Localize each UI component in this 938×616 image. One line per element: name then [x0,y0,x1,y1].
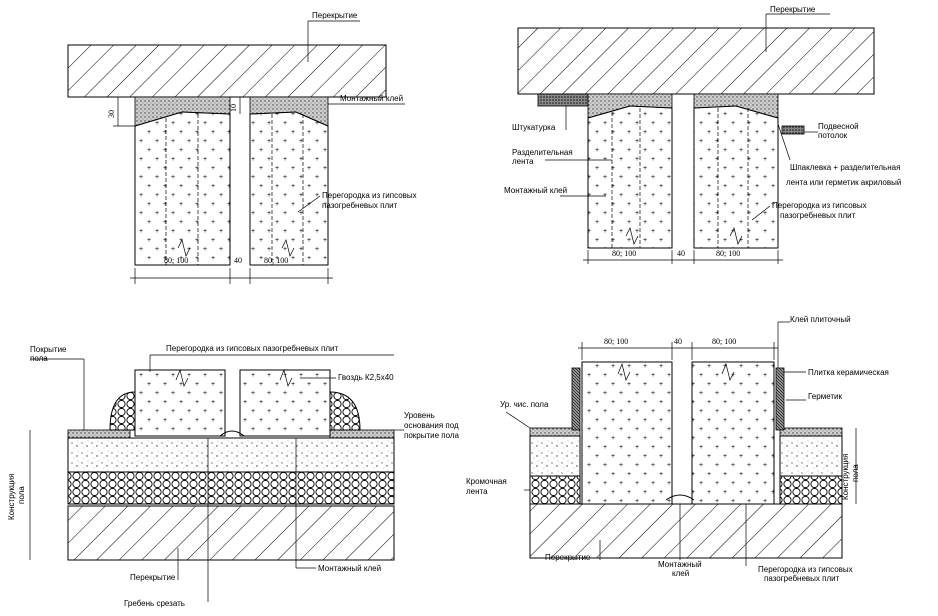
floor-cover-left [67,429,131,439]
ceramic-tile-label: Плитка керамическая [808,368,889,377]
ceiling-slab-right [517,27,875,95]
floor-cover-label-line2: пола [30,354,48,363]
tape-label-line2: лента [512,157,534,166]
glue-label-bl: Монтажный клей [318,564,381,573]
partition-label-bl: Перегородка из гипсовых пазогребневых пл… [166,344,338,353]
plaster-layer [537,93,589,107]
partition-label-tr-line2: пазогребневых плит [780,211,856,220]
dim-panel-left: 80; 100 [164,256,188,265]
floor-slab-br [529,503,843,559]
floor-construction-br-line1: Конструкция [841,454,850,500]
ceiling-label-line2: потолок [818,131,848,140]
sealant-label: Герметик [808,392,843,401]
floor-construction-label-line1: Конструкция [7,474,16,520]
dim-gap-tr: 40 [677,249,685,258]
screed-right [779,435,843,477]
dim-panel-left-br: 80; 100 [604,337,628,346]
nail-label: Гвоздь К2,5х40 [338,373,394,382]
dim-gap: 40 [234,256,242,265]
tape-label-line1: Разделительная [512,148,573,157]
putty-label-line2: лента или герметик акриловый [786,178,901,187]
gypsum-panel-tr-left [587,105,673,249]
partition-label-line2: пазогребневых плит [322,201,398,210]
edge-tape-label-line2: лента [466,487,488,496]
slab-label-tr: Перекрытие [770,5,816,14]
gypsum-panel-tr-right [693,105,779,249]
corner-fitting-left [109,391,136,431]
gypsum-panel-right [249,111,329,266]
screed-left [529,435,581,477]
ceiling-label-line1: Подвесной [818,122,859,131]
glue-label-br-line2: клей [672,569,689,578]
ceramic-tile-right [775,367,785,431]
floor-cover-right [329,429,395,439]
floor-level-label: Ур. чис. пола [500,400,549,409]
corner-fitting-right [329,391,361,431]
suspended-ceiling-strip [781,125,805,135]
floor-cover-label-line1: Покрытие [30,345,67,354]
gypsum-panel-bl-left [134,369,226,437]
partition-label-br-line1: Перегородка из гипсовых [758,565,853,574]
dim-panel-left-tr: 80; 100 [612,249,636,258]
partition-label-tr-line1: Перегородка из гипсовых [772,201,867,210]
level-label-line2: основания под [404,421,459,430]
glue-label-tr: Монтажный клей [504,186,567,195]
ridge-label: Гребень срезать [124,599,185,608]
level-label-line1: Уровень [404,411,435,420]
detail-suspended-ceiling: 80; 100 40 80; 100 Перекрытие Штукатурка… [504,5,901,264]
detail-ceiling-joint: 30 10 80; 100 40 80; 100 Перекрытие Монт… [67,11,417,284]
gypsum-panel-bl-right [239,369,331,437]
edge-tape-right [779,475,843,505]
slab-label-br: Перекрытие [545,553,591,562]
gypsum-panel-left [134,111,231,266]
glue-label-br-line1: Монтажный [658,560,702,569]
glue-label: Монтажный клей [340,94,403,103]
dim-10-label: 10 [229,104,238,112]
slab-label-bl: Перекрытие [130,573,176,582]
dim-panel-right-tr: 80; 100 [716,249,740,258]
screed-layer [67,437,395,473]
insulation-layer [67,471,395,505]
putty-label-line1: Шпаклевка + разделительная [790,163,900,172]
gypsum-panel-br-right [691,361,775,505]
floor-finish-right [779,427,843,437]
slab-label: Перекрытие [312,11,358,20]
detail-tile-floor: 80; 100 40 80; 100 Клей плиточный Плитка… [466,315,889,583]
dim-panel-right-br: 80; 100 [712,337,736,346]
tile-glue-label: Клей плиточный [790,315,851,324]
level-label-line3: покрытие пола [404,431,460,440]
dim-30-label: 30 [107,110,116,118]
ceiling-slab [67,44,387,98]
floor-construction-br-line2: пола [851,464,860,482]
dim-panel-right: 80; 100 [264,256,288,265]
floor-slab [67,505,395,561]
ridge-cut [219,430,245,437]
floor-construction-label-line2: пола [17,486,26,504]
ceramic-tile-left [571,367,581,431]
dim-gap-br: 40 [674,337,682,346]
detail-floor-joint: Покрытие пола Перегородка из гипсовых па… [7,344,460,608]
partition-label-br-line2: пазогребневых плит [764,574,840,583]
partition-label-line1: Перегородка из гипсовых [322,191,417,200]
edge-tape-left [529,475,581,505]
ridge-cut-br [665,494,695,501]
plaster-label: Штукатурка [512,123,556,132]
edge-tape-label-line1: Кромочная [466,477,507,486]
gypsum-panel-br-left [581,361,673,505]
